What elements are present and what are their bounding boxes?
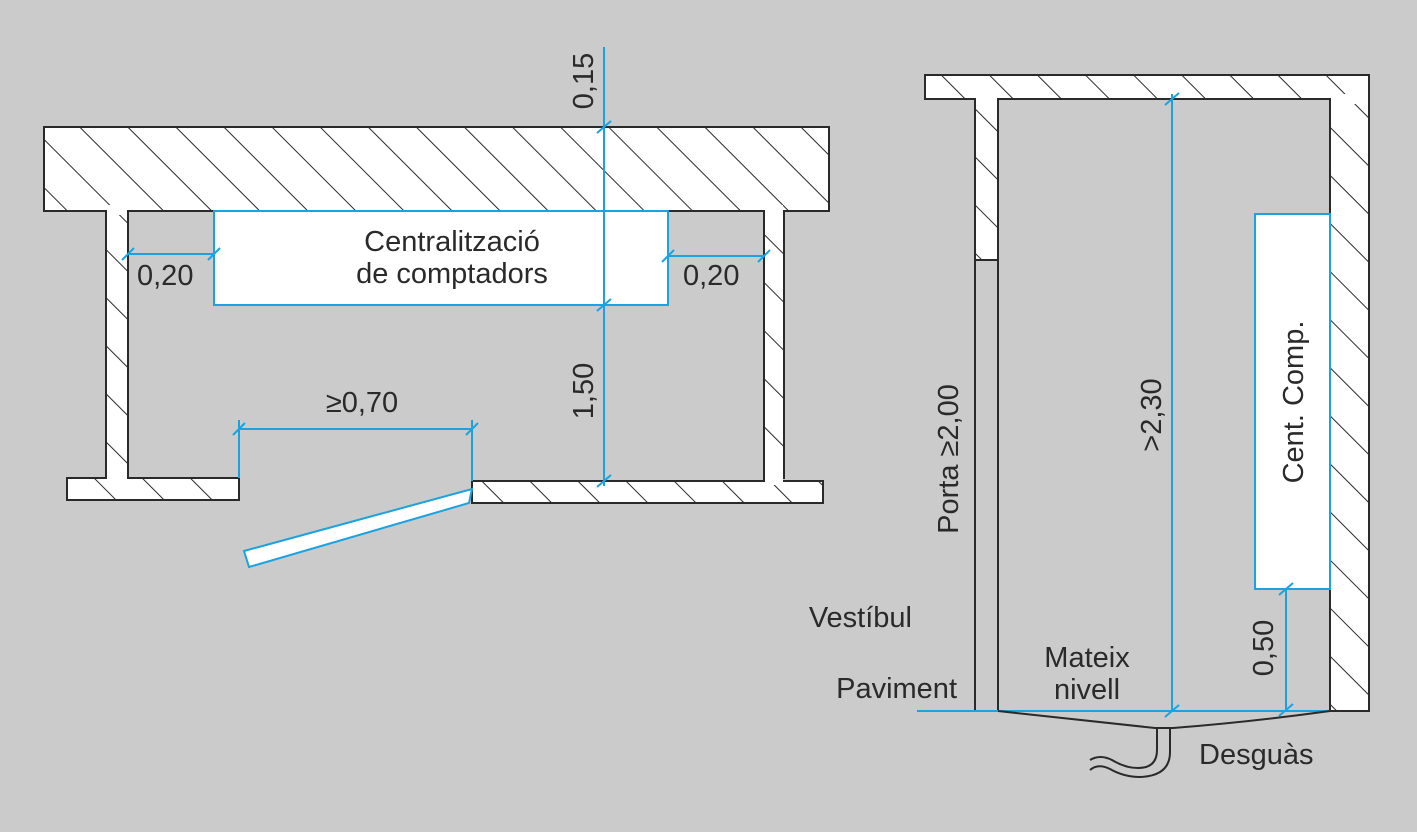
plan-left-tick-2 <box>207 247 221 261</box>
plan-top-wall <box>43 126 830 212</box>
section-meter-box <box>1254 213 1331 590</box>
section-door-height: Porta ≥2,00 <box>933 384 965 534</box>
section-top-wall <box>924 74 1370 100</box>
section-same-level-1: Mateix <box>1044 642 1130 674</box>
section-floor-label: Paviment <box>836 673 957 705</box>
plan-meter-box <box>213 210 669 306</box>
section-seam-cover-2 <box>1331 94 1368 104</box>
plan-left-tick-1 <box>121 247 135 261</box>
section-vestibule-label: Vestíbul <box>809 602 912 634</box>
section-bottom-tick-1 <box>1278 582 1294 596</box>
plan-right-wall <box>763 210 785 479</box>
plan-right-tick-1 <box>661 249 675 263</box>
plan-door-leaf <box>242 487 474 569</box>
plan-tick-box <box>596 298 612 312</box>
plan-dim-top: 0,15 <box>568 53 600 109</box>
section-same-level-2: nivell <box>1054 674 1120 706</box>
plan-door-tick-1 <box>232 422 246 436</box>
drain-wave-icon <box>1089 728 1171 779</box>
plan-seam-cover-3 <box>107 474 127 482</box>
section-left-wall <box>974 98 999 261</box>
plan-right-tick-2 <box>757 249 771 263</box>
section-dim-height: >2,30 <box>1136 378 1168 451</box>
section-dim-bottom: 0,50 <box>1248 620 1280 676</box>
section-view: Cent. Comp. >2,30 Porta ≥2,00 0,50 Matei… <box>809 74 1370 779</box>
plan-tick-bottom <box>596 474 612 488</box>
plan-seam-cover-2 <box>765 205 783 215</box>
section-seam-cover-1 <box>976 94 997 104</box>
plan-seam-cover-4 <box>765 474 783 485</box>
plan-tick-top <box>596 120 612 134</box>
plan-seam-cover-1 <box>107 205 127 215</box>
plan-door-tick-2 <box>465 422 479 436</box>
plan-dim-door: ≥0,70 <box>326 387 398 419</box>
plan-dim-depth: 1,50 <box>568 363 600 419</box>
plan-view: Centralització de comptadors 0,15 1,50 0… <box>43 47 830 569</box>
plan-meter-label-2: de comptadors <box>356 258 548 290</box>
section-drain-label: Desguàs <box>1199 739 1313 771</box>
section-meter-label: Cent. Comp. <box>1278 321 1310 484</box>
plan-bottom-wall-left <box>66 477 240 501</box>
plan-meter-label-1: Centralització <box>364 226 540 258</box>
plan-left-wall <box>105 210 129 479</box>
plan-dim-left: 0,20 <box>137 260 193 292</box>
section-floor-slope <box>997 710 1331 729</box>
section-height-tick-1 <box>1164 92 1180 106</box>
section-right-wall <box>1329 98 1370 712</box>
plan-dim-right: 0,20 <box>683 260 739 292</box>
